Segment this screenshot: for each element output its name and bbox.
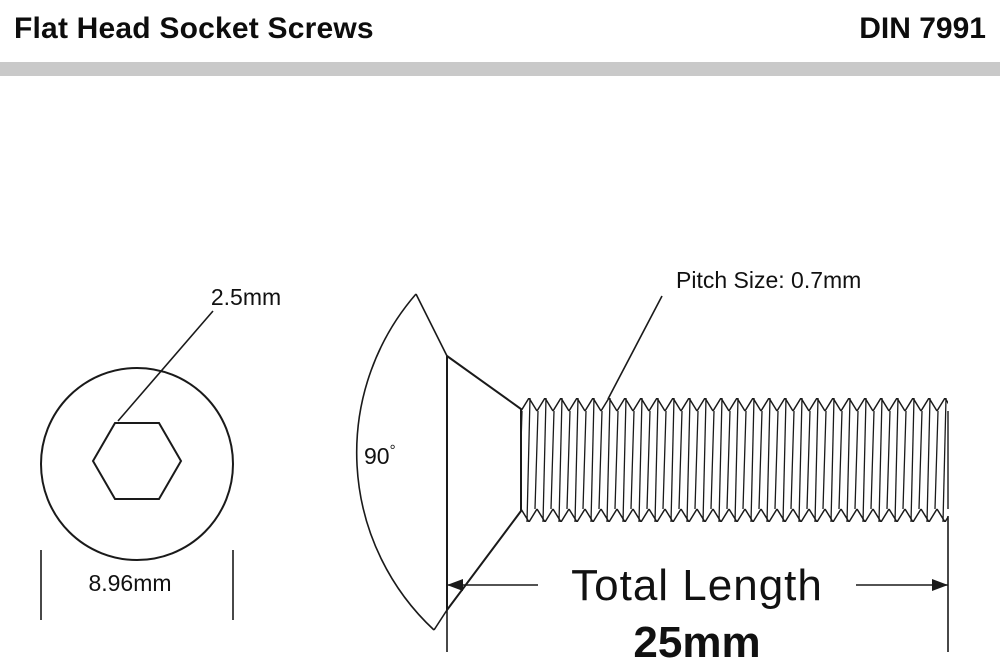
angle-degree-symbol: °	[390, 442, 396, 459]
hex-socket	[91, 422, 183, 500]
angle-extension-top	[415, 293, 448, 357]
angle-value: 90	[364, 443, 390, 469]
total-length-label: Total Length	[571, 561, 823, 610]
pitch-size-label: Pitch Size: 0.7mm	[676, 267, 861, 293]
din-standard-label: DIN 7991	[859, 12, 986, 45]
head-circle	[40, 367, 234, 561]
socket-size-label: 2.5mm	[211, 284, 281, 310]
top-view: 2.5mm 8.96mm	[40, 284, 281, 620]
header: Flat Head Socket Screws DIN 7991	[0, 0, 1000, 58]
screw-head-outline	[446, 354, 522, 614]
screw-threads	[521, 398, 948, 522]
socket-leader-line	[117, 310, 214, 422]
angle-arc	[355, 293, 435, 631]
total-length-value: 25mm	[633, 618, 760, 667]
length-dimension: Total Length 25mm	[446, 516, 949, 667]
dimension-arrow-left	[447, 579, 463, 591]
head-diameter-label: 8.96mm	[88, 570, 171, 596]
dimension-arrow-right	[932, 579, 948, 591]
angle-extension-bottom	[433, 609, 448, 631]
page-title: Flat Head Socket Screws	[14, 12, 374, 45]
side-view: 90° Pitch Size: 0.7mm	[355, 267, 949, 631]
angle-label: 90°	[364, 442, 396, 469]
divider-bar	[0, 62, 1000, 76]
pitch-leader-line	[607, 295, 663, 400]
